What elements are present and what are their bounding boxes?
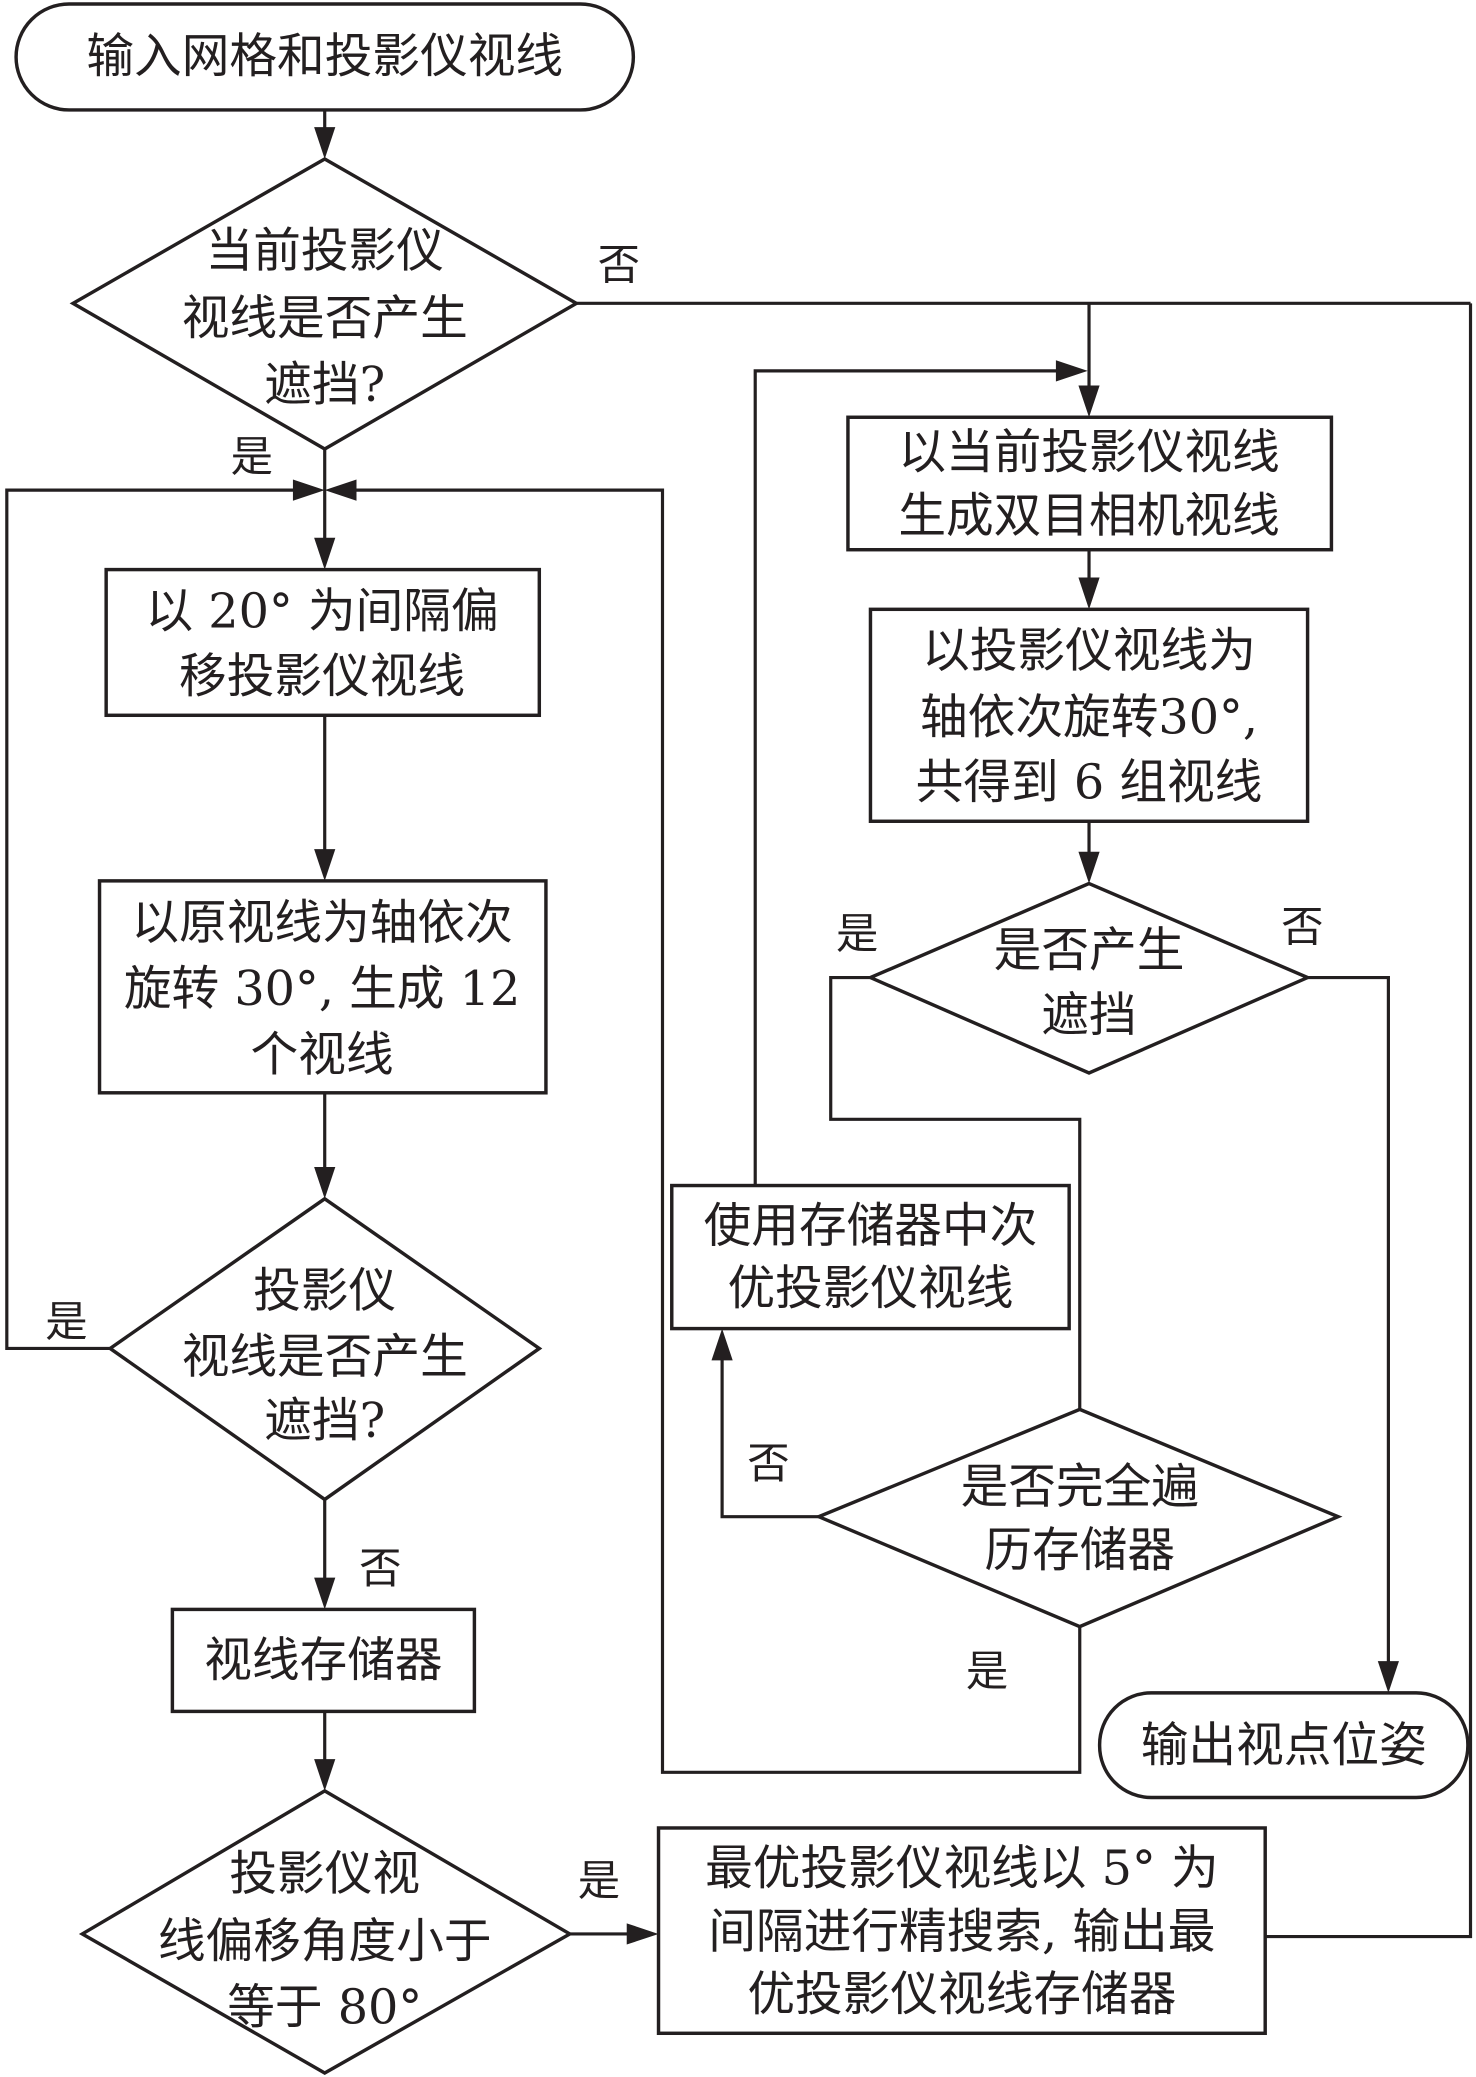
arrowheads bbox=[292, 127, 1399, 1945]
process-text-line: 以 20° 为间隔偏 bbox=[145, 584, 498, 639]
decision-text-line: 当前投影仪 bbox=[206, 224, 444, 279]
start-terminal: 输入网格和投影仪视线 bbox=[14, 2, 636, 112]
arrowhead-down bbox=[314, 1577, 336, 1610]
process-store: 视线存储器 bbox=[170, 1607, 477, 1714]
decision-text-line: 投影仪 bbox=[253, 1264, 396, 1319]
process-rotate-12: 以原视线为轴依次 旋转 30°, 生成 12 个视线 bbox=[97, 879, 548, 1095]
decision-text-line: 是否产生 bbox=[994, 924, 1185, 979]
arrowhead-right bbox=[626, 1923, 659, 1945]
decision-text-line: 视线是否产生 bbox=[182, 292, 468, 347]
edge-fine-search-to-top bbox=[1265, 303, 1473, 1939]
process-text-line: 优投影仪视线存储器 bbox=[747, 1967, 1176, 2022]
arrowhead-down bbox=[314, 537, 336, 570]
arrowhead-down bbox=[1078, 385, 1100, 418]
decision-text-line: 线偏移角度小于 bbox=[158, 1914, 492, 1969]
decision-text-line: 遮挡? bbox=[264, 358, 385, 413]
edge-loop-left bbox=[5, 488, 308, 1351]
edge-labels: 否 是 是 否 是 是 否 否 是 bbox=[45, 240, 1323, 1905]
decision-text-line: 遮挡? bbox=[264, 1394, 385, 1449]
edge-label-no: 否 bbox=[598, 240, 640, 289]
edge-label-no: 否 bbox=[359, 1544, 401, 1593]
process-text-line: 优投影仪视线 bbox=[727, 1261, 1013, 1316]
edge-check-binocular-yes bbox=[829, 975, 1082, 1410]
arrowhead-right bbox=[1055, 360, 1088, 382]
process-rotate-6: 以投影仪视线为 轴依次旋转30°, 共得到 6 组视线 bbox=[868, 607, 1310, 823]
process-offset-20: 以 20° 为间隔偏 移投影仪视线 bbox=[104, 567, 542, 718]
process-text-line: 间隔进行精搜索, 输出最 bbox=[708, 1905, 1215, 1960]
decision-text-line: 遮挡 bbox=[1041, 988, 1136, 1043]
process-use-next-best: 使用存储器中次 优投影仪视线 bbox=[670, 1183, 1071, 1331]
process-text-line: 视线存储器 bbox=[204, 1634, 442, 1689]
process-text-line: 轴依次旋转30°, bbox=[920, 690, 1258, 745]
process-text-line: 旋转 30°, 生成 12 bbox=[124, 962, 520, 1017]
process-generate-binocular: 以当前投影仪视线 生成双目相机视线 bbox=[846, 415, 1334, 552]
decision-text-line: 投影仪视 bbox=[229, 1847, 420, 1902]
decision-traversed: 是否完全遍 历存储器 bbox=[814, 1407, 1343, 1629]
edge-label-yes: 是 bbox=[45, 1297, 87, 1346]
arrowhead-down bbox=[314, 127, 336, 159]
arrowhead-down bbox=[1377, 1661, 1399, 1693]
process-text-line: 最优投影仪视线以 5° 为 bbox=[705, 1842, 1219, 1897]
decision-text-line: 是否完全遍 bbox=[961, 1460, 1199, 1515]
decision-offset-occlusion: 投影仪 视线是否产生 遮挡? bbox=[107, 1196, 543, 1502]
arrowhead-up bbox=[711, 1328, 733, 1361]
decision-text-line: 历存储器 bbox=[984, 1524, 1175, 1579]
process-fine-search: 最优投影仪视线以 5° 为 间隔进行精搜索, 输出最 优投影仪视线存储器 bbox=[656, 1826, 1267, 2036]
edge-check-binocular-no bbox=[1307, 975, 1390, 1677]
arrowhead-down bbox=[1078, 851, 1100, 884]
arrowhead-down bbox=[314, 849, 336, 881]
process-text-line: 移投影仪视线 bbox=[179, 649, 465, 704]
process-text-line: 个视线 bbox=[251, 1028, 394, 1083]
process-text-line: 以当前投影仪视线 bbox=[898, 426, 1279, 481]
decision-text-line: 等于 80° bbox=[227, 1981, 422, 2036]
edge-use-next-to-binocular bbox=[753, 369, 1074, 1186]
edge-label-no: 否 bbox=[1281, 903, 1323, 952]
edge-label-yes: 是 bbox=[966, 1647, 1008, 1696]
arrowhead-down bbox=[1078, 577, 1100, 610]
arrowhead-down bbox=[314, 1166, 336, 1199]
edge-label-yes: 是 bbox=[836, 909, 878, 958]
decision-binocular-occlusion: 是否产生 遮挡 bbox=[866, 881, 1312, 1075]
process-text-line: 生成双目相机视线 bbox=[898, 489, 1279, 544]
decision-current-occlusion: 当前投影仪 视线是否产生 遮挡? bbox=[69, 156, 580, 452]
connectors bbox=[5, 109, 1473, 1939]
edge-check-traversed-no bbox=[720, 1344, 819, 1519]
end-terminal-text: 输出视点位姿 bbox=[1141, 1718, 1427, 1773]
start-terminal-text: 输入网格和投影仪视线 bbox=[86, 29, 563, 84]
end-terminal: 输出视点位姿 bbox=[1097, 1691, 1470, 1800]
process-text-line: 共得到 6 组视线 bbox=[916, 755, 1263, 810]
decision-angle: 投影仪视 线偏移角度小于 等于 80° bbox=[78, 1788, 574, 2076]
edge-label-yes: 是 bbox=[578, 1856, 620, 1905]
arrowhead-right bbox=[292, 479, 325, 501]
process-text-line: 以原视线为轴依次 bbox=[131, 896, 512, 951]
edge-label-yes: 是 bbox=[231, 432, 273, 481]
arrowhead-left bbox=[324, 479, 357, 501]
edge-label-no: 否 bbox=[747, 1439, 789, 1488]
edge-loop-right bbox=[341, 488, 1082, 1774]
decision-text-line: 视线是否产生 bbox=[182, 1330, 468, 1385]
process-text-line: 以投影仪视线为 bbox=[922, 624, 1256, 679]
arrowhead-down bbox=[314, 1759, 336, 1791]
process-text-line: 使用存储器中次 bbox=[704, 1199, 1038, 1254]
